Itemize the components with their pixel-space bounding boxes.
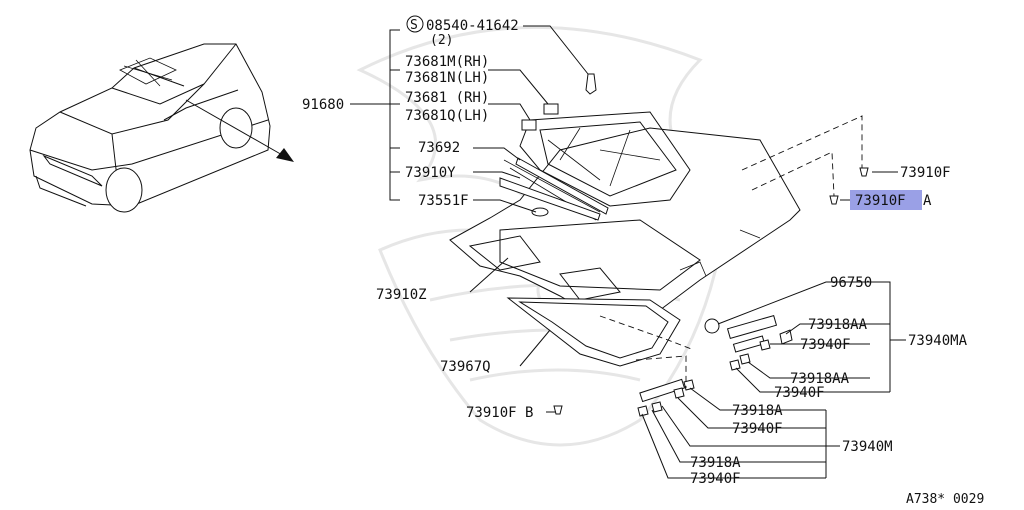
label-73910fb: 73910F B xyxy=(466,405,533,421)
label-73967q: 73967Q xyxy=(440,359,491,375)
clip-parts xyxy=(499,73,869,417)
label-73681q: 73681Q(LH) xyxy=(405,108,489,124)
label-73910y: 73910Y xyxy=(405,165,456,181)
label-qty-2: (2) xyxy=(430,33,453,48)
s-mark-circle xyxy=(406,15,424,33)
direction-arrow xyxy=(185,99,294,162)
headlining-panel xyxy=(449,111,801,337)
label-73918aa-1: 73918AA xyxy=(808,317,868,333)
label-73910z: 73910Z xyxy=(376,287,427,303)
label-73551f: 73551F xyxy=(418,193,469,209)
label-73940m: 73940M xyxy=(842,439,893,455)
label-73940f-1: 73940F xyxy=(800,337,851,353)
diagram-ref-code: A738* 0029 xyxy=(906,492,984,507)
label-73918a-2: 73918A xyxy=(690,455,741,471)
reference-lines xyxy=(599,115,863,388)
label-73910fa-suffix: A xyxy=(923,193,932,209)
s-mark: S xyxy=(410,18,418,33)
label-73910f: 73910F xyxy=(900,165,951,181)
label-73940f-2: 73940F xyxy=(774,385,825,401)
highlight-73910fa xyxy=(850,190,922,210)
label-73940ma: 73940MA xyxy=(908,333,968,349)
leader-lines xyxy=(469,171,906,479)
label-73692: 73692 xyxy=(418,140,460,156)
label-73681m: 73681M(RH) xyxy=(405,54,489,70)
label-73681: 73681 (RH) xyxy=(405,90,489,106)
label-73940f-3: 73940F xyxy=(732,421,783,437)
bracket-91680 xyxy=(350,25,589,213)
part-labels: S 08540-41642 (2) 73681M(RH) 73681N(LH) … xyxy=(302,15,984,507)
label-96750: 96750 xyxy=(830,275,872,291)
label-73910fa: 73910F xyxy=(855,193,906,209)
label-91680: 91680 xyxy=(302,97,344,113)
label-73918a-1: 73918A xyxy=(732,403,783,419)
label-73681n: 73681N(LH) xyxy=(405,70,489,86)
label-73940f-4: 73940F xyxy=(690,471,741,487)
label-73918aa-2: 73918AA xyxy=(790,371,850,387)
label-08540-41642: 08540-41642 xyxy=(426,18,519,34)
